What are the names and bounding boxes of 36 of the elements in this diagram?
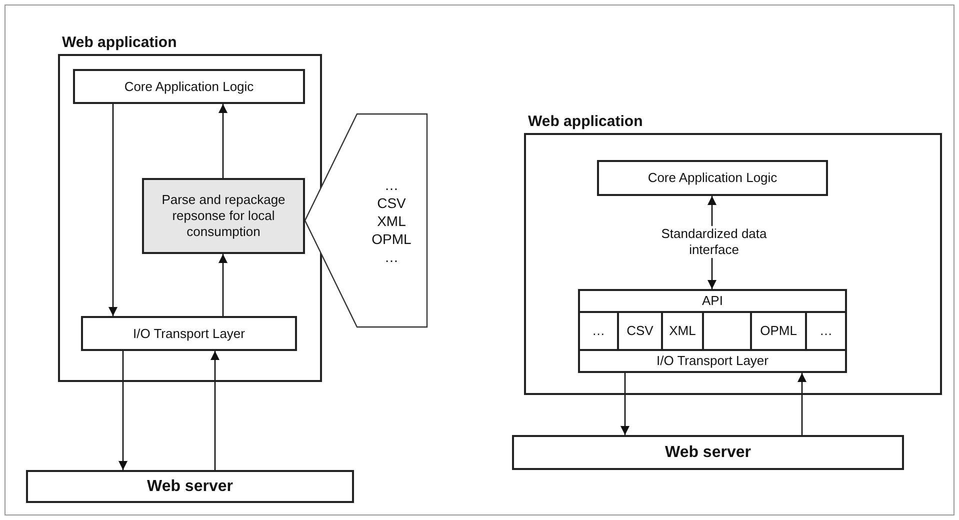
container-heading: Web application bbox=[62, 34, 177, 51]
arrow bbox=[218, 254, 228, 316]
box-label: XML bbox=[669, 323, 696, 339]
highlighted-process-box bbox=[142, 178, 305, 254]
server-box bbox=[512, 435, 904, 470]
arrow bbox=[108, 104, 118, 316]
box-label: I/O Transport Layer bbox=[656, 353, 768, 369]
format-name: XML bbox=[377, 212, 406, 230]
arrow bbox=[798, 373, 806, 435]
box-label: Parse and repackage repsonse for local consumption bbox=[160, 192, 286, 240]
process-box bbox=[81, 316, 297, 351]
arrow bbox=[218, 104, 228, 178]
process-box bbox=[578, 289, 847, 313]
format-name: CSV bbox=[377, 194, 406, 212]
format-callout bbox=[305, 113, 428, 328]
arrow bbox=[118, 351, 128, 470]
box-label: Web server bbox=[147, 478, 233, 494]
box-label: I/O Transport Layer bbox=[133, 326, 245, 342]
box-label: CSV bbox=[626, 323, 654, 339]
format-name: … bbox=[384, 248, 398, 266]
process-box bbox=[597, 160, 828, 196]
box-label: … bbox=[820, 323, 832, 339]
box-label: Web server bbox=[665, 444, 751, 460]
arrow bbox=[210, 351, 220, 470]
box-label: Core Application Logic bbox=[124, 78, 254, 94]
box-label: OPML bbox=[760, 323, 797, 339]
format-name: … bbox=[384, 176, 398, 194]
arrow bbox=[620, 373, 630, 435]
format-name: OPML bbox=[372, 230, 412, 248]
process-box bbox=[73, 69, 305, 104]
server-box bbox=[26, 470, 354, 503]
box-label: API bbox=[702, 293, 723, 309]
box-label: … bbox=[592, 323, 605, 339]
box-label: Core Application Logic bbox=[648, 170, 778, 186]
container-heading: Web application bbox=[528, 113, 643, 130]
process-box bbox=[578, 349, 847, 373]
